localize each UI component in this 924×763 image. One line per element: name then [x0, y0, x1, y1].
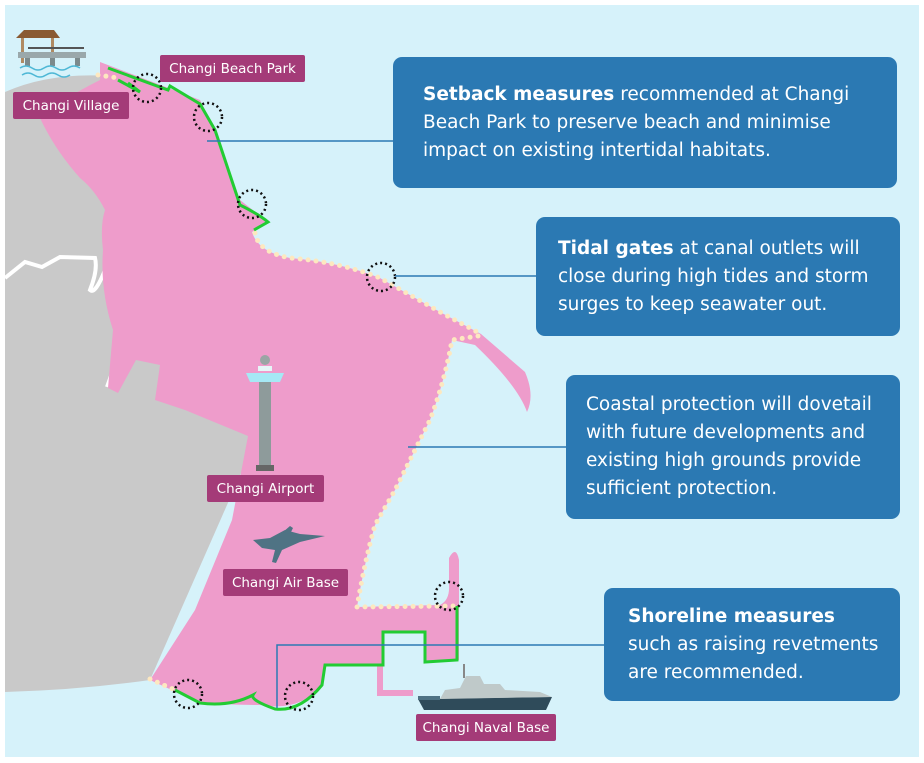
hotspot-circle	[192, 101, 224, 133]
callout-heading: Shoreline measures	[628, 605, 835, 627]
callout-setback-measures: Setback measures recommended at Changi B…	[393, 57, 897, 188]
control-tower-icon	[246, 355, 284, 471]
mainland-grey	[5, 75, 260, 693]
beach-dots-north	[252, 230, 484, 337]
callout-tidal-gates: Tidal gates at canal outlets will close …	[536, 217, 900, 336]
hotspot-circle	[236, 188, 268, 220]
hotspot-circle	[172, 678, 204, 710]
beach-dots-east	[354, 333, 481, 610]
hotspot-circle	[433, 580, 465, 612]
callout-text: recommended at Changi Beach Park to pres…	[423, 83, 850, 161]
naval-ship-icon	[418, 664, 552, 710]
naval-base-pier	[377, 632, 413, 696]
fighter-jet-icon	[253, 526, 325, 563]
label-changi-airport: Changi Airport	[207, 475, 324, 502]
callout-heading: Setback measures	[423, 83, 615, 105]
callout-text: at canal outlets will close during high …	[558, 237, 869, 315]
callout-heading: Tidal gates	[558, 237, 674, 259]
callout-shoreline-measures: Shoreline measures such as raising revet…	[604, 588, 900, 701]
shoreline-green-south	[174, 606, 459, 711]
label-changi-village: Changi Village	[13, 92, 129, 119]
label-changi-naval-base: Changi Naval Base	[416, 714, 556, 741]
hotspot-circle	[365, 261, 397, 293]
hotspot-circle	[131, 72, 163, 104]
callout-text: such as raising revetments are recommend…	[628, 633, 879, 683]
beach-dots-west	[95, 72, 178, 693]
label-changi-air-base: Changi Air Base	[223, 569, 348, 596]
changi-area-pink	[40, 62, 531, 707]
hotspot-circles	[131, 72, 465, 712]
callout-text: Coastal protection will dovetail with fu…	[586, 394, 872, 499]
pier-icon	[16, 30, 86, 78]
callout-coastal-protection: Coastal protection will dovetail with fu…	[566, 375, 900, 519]
hotspot-circle	[283, 680, 315, 712]
label-changi-beach-park: Changi Beach Park	[160, 55, 305, 82]
leader-lines	[207, 140, 604, 708]
